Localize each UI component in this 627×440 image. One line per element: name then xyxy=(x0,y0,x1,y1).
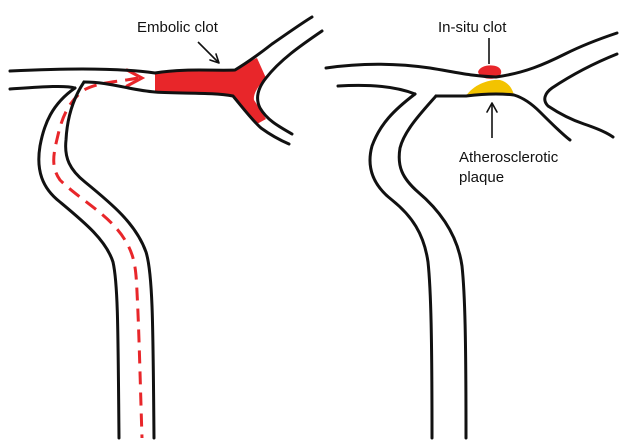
right-branch-wall xyxy=(545,54,617,137)
right-parent-top-wall xyxy=(326,33,617,77)
label-plaque-line1: Atherosclerotic xyxy=(459,149,559,166)
label-in-situ-clot: In-situ clot xyxy=(438,19,507,36)
right-panel-in-situ xyxy=(326,33,617,438)
left-artery-inner-wall xyxy=(66,82,154,438)
left-panel-embolic xyxy=(10,17,322,438)
label-plaque-line2: plaque xyxy=(459,169,504,186)
left-artery-outer-wall xyxy=(39,88,119,438)
embolic-label-arrow xyxy=(198,42,218,62)
right-parent-bottom-wall xyxy=(338,85,570,140)
label-embolic-clot: Embolic clot xyxy=(137,19,219,36)
